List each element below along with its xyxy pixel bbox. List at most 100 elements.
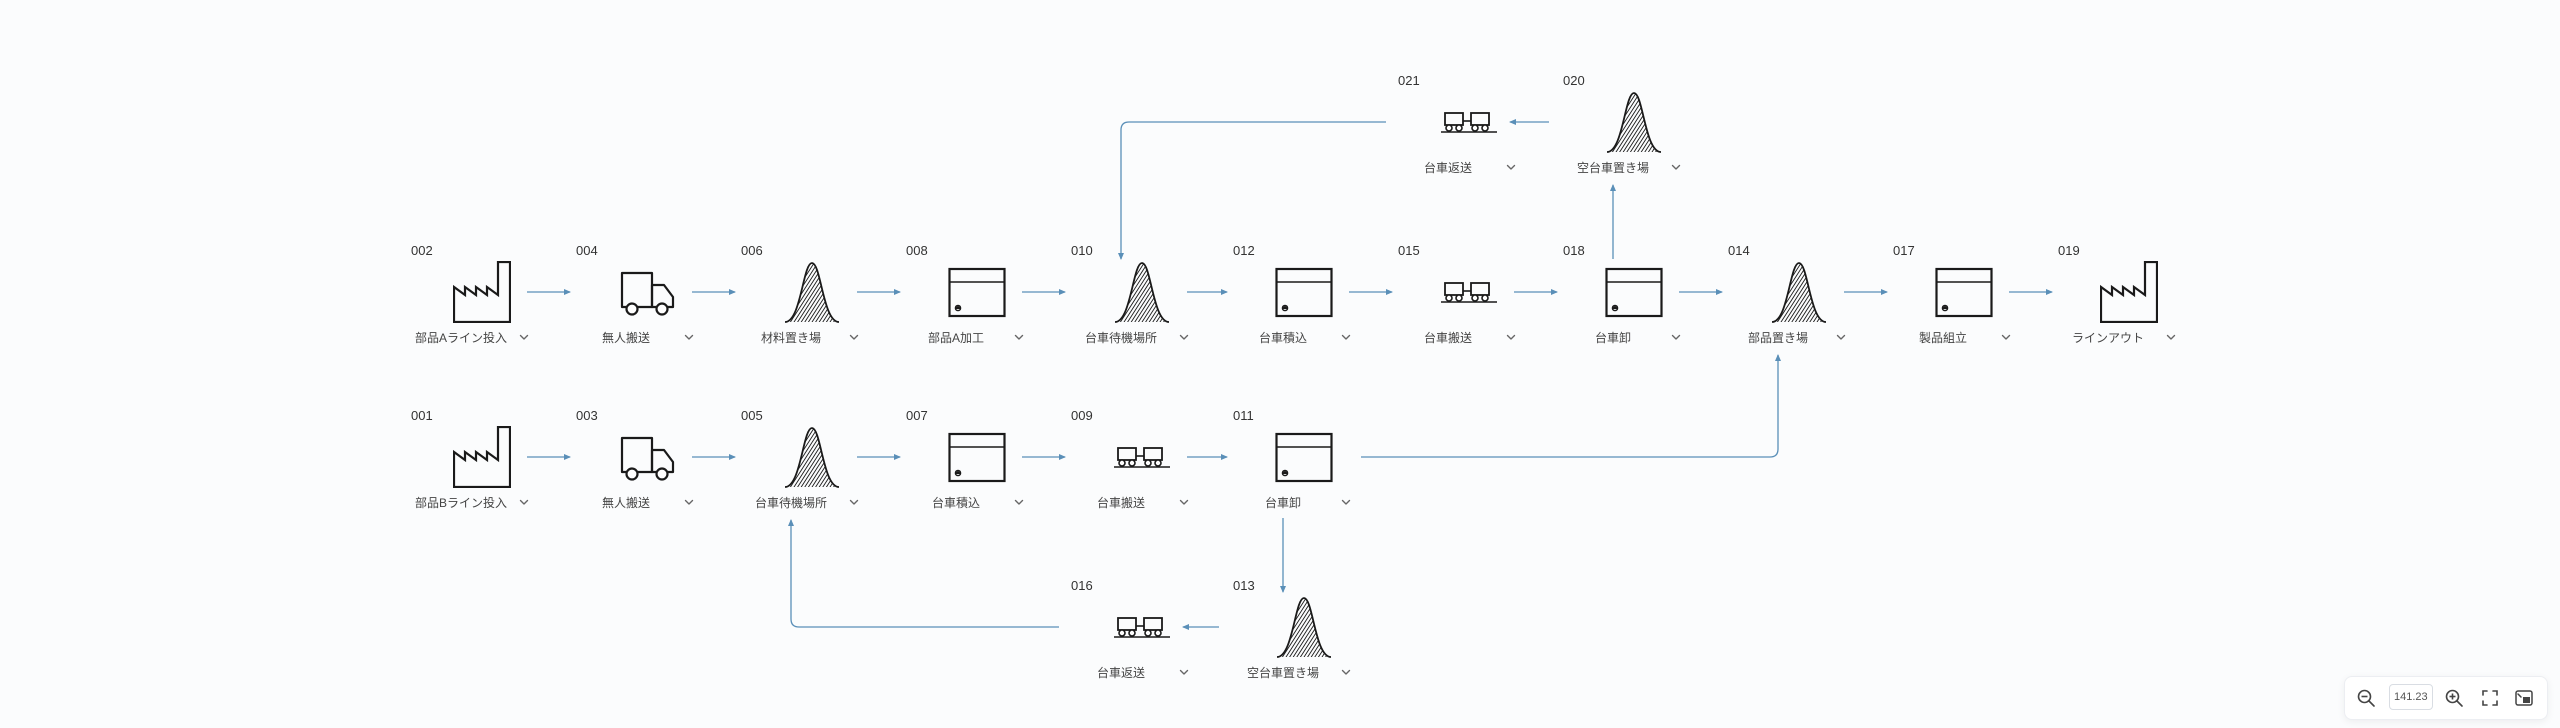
factory-icon — [453, 426, 511, 488]
chevron-down-icon[interactable] — [847, 495, 861, 509]
chevron-down-icon[interactable] — [1339, 330, 1353, 344]
process-node-017[interactable]: 017 製品組立 — [1893, 243, 2033, 361]
node-name-label: 台車積込 — [931, 496, 980, 510]
chevron-down-icon[interactable] — [1669, 330, 1683, 344]
process-box-icon — [1275, 261, 1333, 323]
cart-icon — [1440, 261, 1498, 323]
node-id-label: 008 — [906, 243, 928, 258]
chevron-down-icon[interactable] — [682, 495, 696, 509]
node-id-label: 011 — [1233, 408, 1254, 423]
process-node-003[interactable]: 003 無人搬送 — [576, 408, 716, 526]
edge-021-010 — [1118, 121, 1386, 260]
process-box-icon — [1935, 261, 1993, 323]
node-name-label: 台車卸 — [1594, 331, 1631, 345]
node-id-label: 018 — [1563, 243, 1585, 258]
truck-icon — [618, 261, 676, 323]
stock-pile-icon — [783, 426, 841, 488]
node-id-label: 003 — [576, 408, 598, 423]
process-node-006[interactable]: 006 材料置き場 — [741, 243, 881, 361]
zoom-level-input[interactable] — [2389, 684, 2433, 710]
chevron-down-icon[interactable] — [2164, 330, 2178, 344]
node-id-label: 014 — [1728, 243, 1750, 258]
node-name-label: 部品Aライン投入 — [414, 331, 507, 345]
chevron-down-icon[interactable] — [682, 330, 696, 344]
zoom-toolbar — [2344, 676, 2548, 720]
node-id-label: 006 — [741, 243, 763, 258]
node-name-label: 無人搬送 — [601, 331, 650, 345]
node-id-label: 002 — [411, 243, 433, 258]
node-name-label: 台車卸 — [1264, 496, 1301, 510]
node-name-label: 材料置き場 — [760, 331, 821, 345]
chevron-down-icon[interactable] — [1339, 665, 1353, 679]
zoom-out-icon[interactable] — [2355, 687, 2377, 709]
process-box-icon — [1605, 261, 1663, 323]
chevron-down-icon[interactable] — [1504, 160, 1518, 174]
node-id-label: 017 — [1893, 243, 1915, 258]
node-name-label: 台車積込 — [1258, 331, 1307, 345]
node-name-label: 部品A加工 — [927, 331, 984, 345]
minimap-icon[interactable] — [2513, 687, 2535, 709]
chevron-down-icon[interactable] — [1669, 160, 1683, 174]
zoom-in-icon[interactable] — [2443, 687, 2465, 709]
chevron-down-icon[interactable] — [1339, 495, 1353, 509]
node-id-label: 013 — [1233, 578, 1255, 593]
chevron-down-icon[interactable] — [1504, 330, 1518, 344]
node-id-label: 021 — [1398, 73, 1420, 88]
process-box-icon — [948, 426, 1006, 488]
process-box-icon — [1275, 426, 1333, 488]
cart-icon — [1113, 596, 1171, 658]
chevron-down-icon[interactable] — [847, 330, 861, 344]
fit-screen-icon[interactable] — [2479, 687, 2501, 709]
node-name-label: 台車待機場所 — [1084, 331, 1157, 345]
factory-icon — [453, 261, 511, 323]
node-name-label: 製品組立 — [1918, 331, 1967, 345]
process-box-icon — [948, 261, 1006, 323]
chevron-down-icon[interactable] — [1177, 495, 1191, 509]
edge-016-005 — [788, 519, 1059, 628]
chevron-down-icon[interactable] — [1177, 330, 1191, 344]
chevron-down-icon[interactable] — [517, 330, 531, 344]
process-node-004[interactable]: 004 無人搬送 — [576, 243, 716, 361]
factory-icon — [2100, 261, 2158, 323]
stock-pile-icon — [1275, 596, 1333, 658]
process-node-018[interactable]: 018 台車卸 — [1563, 243, 1703, 361]
process-node-019[interactable]: 019 ラインアウト — [2058, 243, 2198, 361]
node-name-label: 無人搬送 — [601, 496, 650, 510]
chevron-down-icon[interactable] — [1834, 330, 1848, 344]
chevron-down-icon[interactable] — [1999, 330, 2013, 344]
node-id-label: 005 — [741, 408, 763, 423]
process-node-011[interactable]: 011 台車卸 — [1233, 408, 1373, 526]
process-node-008[interactable]: 008 部品A加工 — [906, 243, 1046, 361]
cart-icon — [1440, 91, 1498, 153]
stock-pile-icon — [1605, 91, 1663, 153]
process-node-002[interactable]: 002 部品Aライン投入 — [411, 243, 551, 361]
stock-pile-icon — [1770, 261, 1828, 323]
node-name-label: ラインアウト — [2071, 331, 2144, 345]
chevron-down-icon[interactable] — [1012, 330, 1026, 344]
cart-icon — [1113, 426, 1171, 488]
chevron-down-icon[interactable] — [517, 495, 531, 509]
node-name-label: 台車搬送 — [1096, 496, 1145, 510]
node-id-label: 001 — [411, 408, 433, 423]
node-id-label: 019 — [2058, 243, 2080, 258]
chevron-down-icon[interactable] — [1177, 665, 1191, 679]
chevron-down-icon[interactable] — [1012, 495, 1026, 509]
node-id-label: 016 — [1071, 578, 1093, 593]
node-id-label: 015 — [1398, 243, 1420, 258]
node-id-label: 004 — [576, 243, 598, 258]
node-name-label: 空台車置き場 — [1576, 161, 1649, 175]
edge-layer — [527, 119, 2053, 630]
